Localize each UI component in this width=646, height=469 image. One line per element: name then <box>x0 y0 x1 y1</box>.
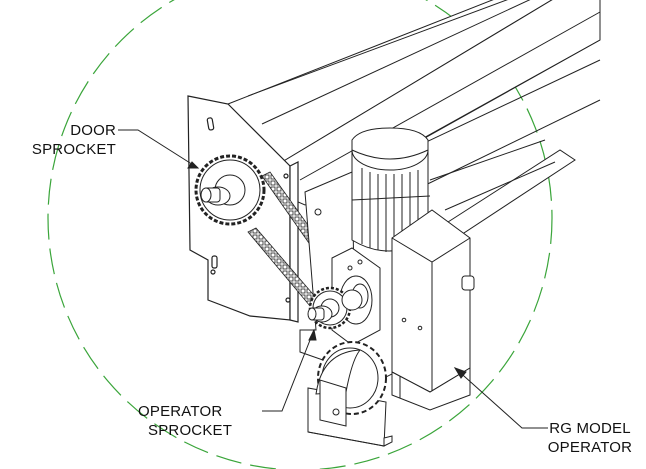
operator-sprocket <box>307 286 363 330</box>
rg-model-operator-label-line2: OPERATOR <box>547 439 633 456</box>
rg-model-operator-label: RG MODEL OPERATOR <box>536 419 644 457</box>
door-sprocket-label-line2: SPROCKET <box>31 141 116 158</box>
door-sprocket <box>194 154 266 226</box>
door-sprocket-label-line1: DOOR <box>70 122 116 139</box>
operator-sprocket-label: OPERATOR SPROCKET <box>134 402 264 440</box>
operator-sprocket-label-line1: OPERATOR <box>138 403 223 420</box>
door-sprocket-label: DOOR SPROCKET <box>4 121 116 159</box>
operator-sprocket-label-line2: SPROCKET <box>148 422 233 439</box>
pulley-wheel <box>307 341 393 447</box>
detail-circle <box>47 0 553 469</box>
rg-model-operator-label-line1: RG MODEL <box>549 420 631 437</box>
leader-lines <box>118 129 548 429</box>
